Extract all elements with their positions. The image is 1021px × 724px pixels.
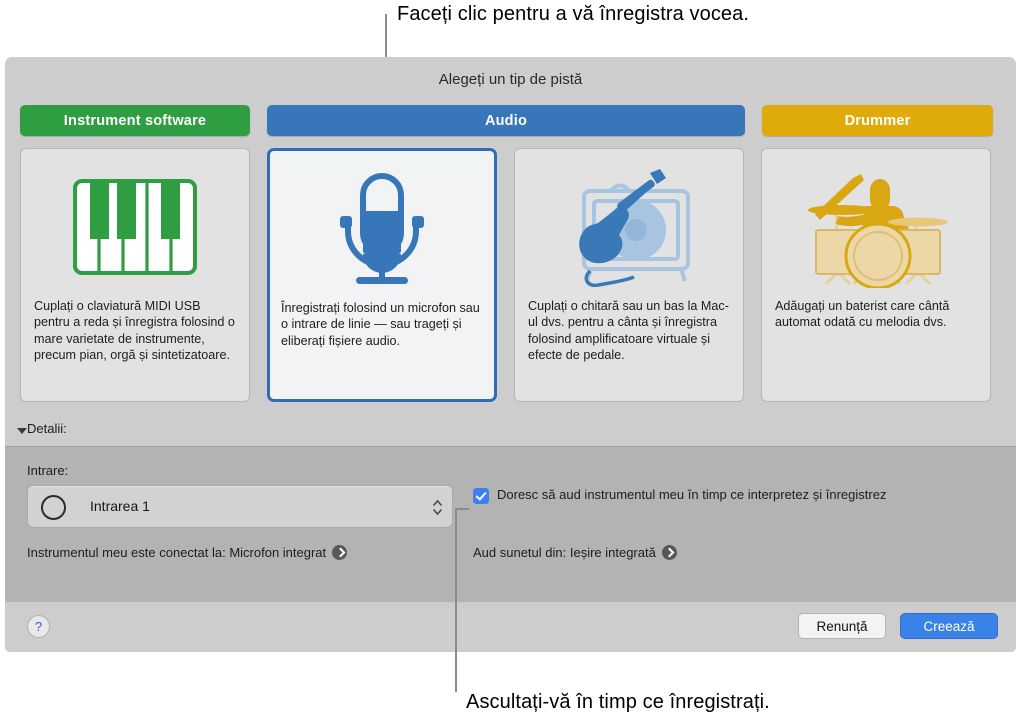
cancel-button[interactable]: Renunță: [798, 613, 886, 639]
monitor-checkbox-row[interactable]: Doresc să aud instrumentul meu în timp c…: [473, 487, 886, 504]
category-button-software-instrument[interactable]: Instrument software: [20, 105, 250, 136]
input-select[interactable]: Intrarea 1: [27, 485, 453, 528]
details-pane: Intrare: Intrarea 1 Instrumentul meu est…: [5, 446, 1016, 603]
input-label: Intrare:: [27, 463, 69, 478]
track-card-software-instrument[interactable]: Cuplați o claviatură MIDI USB pentru a r…: [20, 148, 250, 402]
category-button-drummer[interactable]: Drummer: [762, 105, 993, 136]
instrument-connected-row[interactable]: Instrumentul meu este conectat la: Micro…: [27, 545, 348, 560]
dialog-title: Alegeți un tip de pistă: [438, 71, 583, 88]
help-button[interactable]: ?: [27, 615, 50, 638]
piano-keyboard-icon: [21, 157, 249, 297]
callout-text-top: Faceți clic pentru a vă înregistra vocea…: [397, 3, 750, 25]
dialog-footer: ? Renunță Creează: [5, 602, 1016, 652]
track-card-description: Înregistrați folosind un microfon sau o …: [281, 301, 480, 348]
instrument-connected-label: Instrumentul meu este conectat la: Micro…: [27, 545, 327, 560]
create-button[interactable]: Creează: [900, 613, 998, 639]
track-card-description: Cuplați o claviatură MIDI USB pentru a r…: [34, 299, 235, 363]
track-card-audio[interactable]: Înregistrați folosind un microfon sau o …: [267, 148, 497, 402]
guitar-amp-icon: [515, 157, 743, 297]
track-type-card-row: Cuplați o claviatură MIDI USB pentru a r…: [20, 148, 1001, 402]
new-track-dialog: Alegeți un tip de pistă Instrument softw…: [5, 57, 1016, 652]
mono-input-circle-icon: [41, 495, 66, 520]
chevron-right-circle-icon[interactable]: [661, 545, 677, 560]
disclosure-triangle-icon[interactable]: [17, 428, 27, 434]
chevron-right-circle-icon[interactable]: [332, 545, 348, 560]
track-card-guitar[interactable]: Cuplați o chitară sau un bas la Mac-ul d…: [514, 148, 744, 402]
monitor-checkbox[interactable]: [473, 488, 489, 504]
details-label: Detalii:: [27, 421, 67, 436]
category-button-audio[interactable]: Audio: [267, 105, 745, 136]
details-disclosure-bar[interactable]: Detalii:: [5, 415, 1016, 446]
hear-sound-from-row[interactable]: Aud sunetul din: Ieșire integrată: [473, 545, 677, 560]
input-selected-value: Intrarea 1: [90, 498, 150, 514]
monitor-checkbox-label: Doresc să aud instrumentul meu în timp c…: [497, 487, 887, 502]
track-card-description: Cuplați o chitară sau un bas la Mac-ul d…: [528, 299, 729, 363]
drummer-icon: [762, 157, 990, 297]
track-card-description: Adăugați un baterist care cântă automat …: [775, 299, 950, 330]
callout-text-bottom: Ascultați-vă în timp ce înregistrați.: [466, 691, 770, 713]
track-category-row: Instrument software Audio Drummer: [20, 105, 1001, 136]
stepper-chevrons-icon[interactable]: [432, 498, 443, 517]
callout-leader-elbow-bottom: [455, 508, 469, 510]
microphone-icon: [270, 159, 494, 299]
hear-sound-from-label: Aud sunetul din: Ieșire integrată: [473, 545, 656, 560]
track-card-drummer[interactable]: Adăugați un baterist care cântă automat …: [761, 148, 991, 402]
callout-leader-line-bottom: [455, 508, 457, 692]
